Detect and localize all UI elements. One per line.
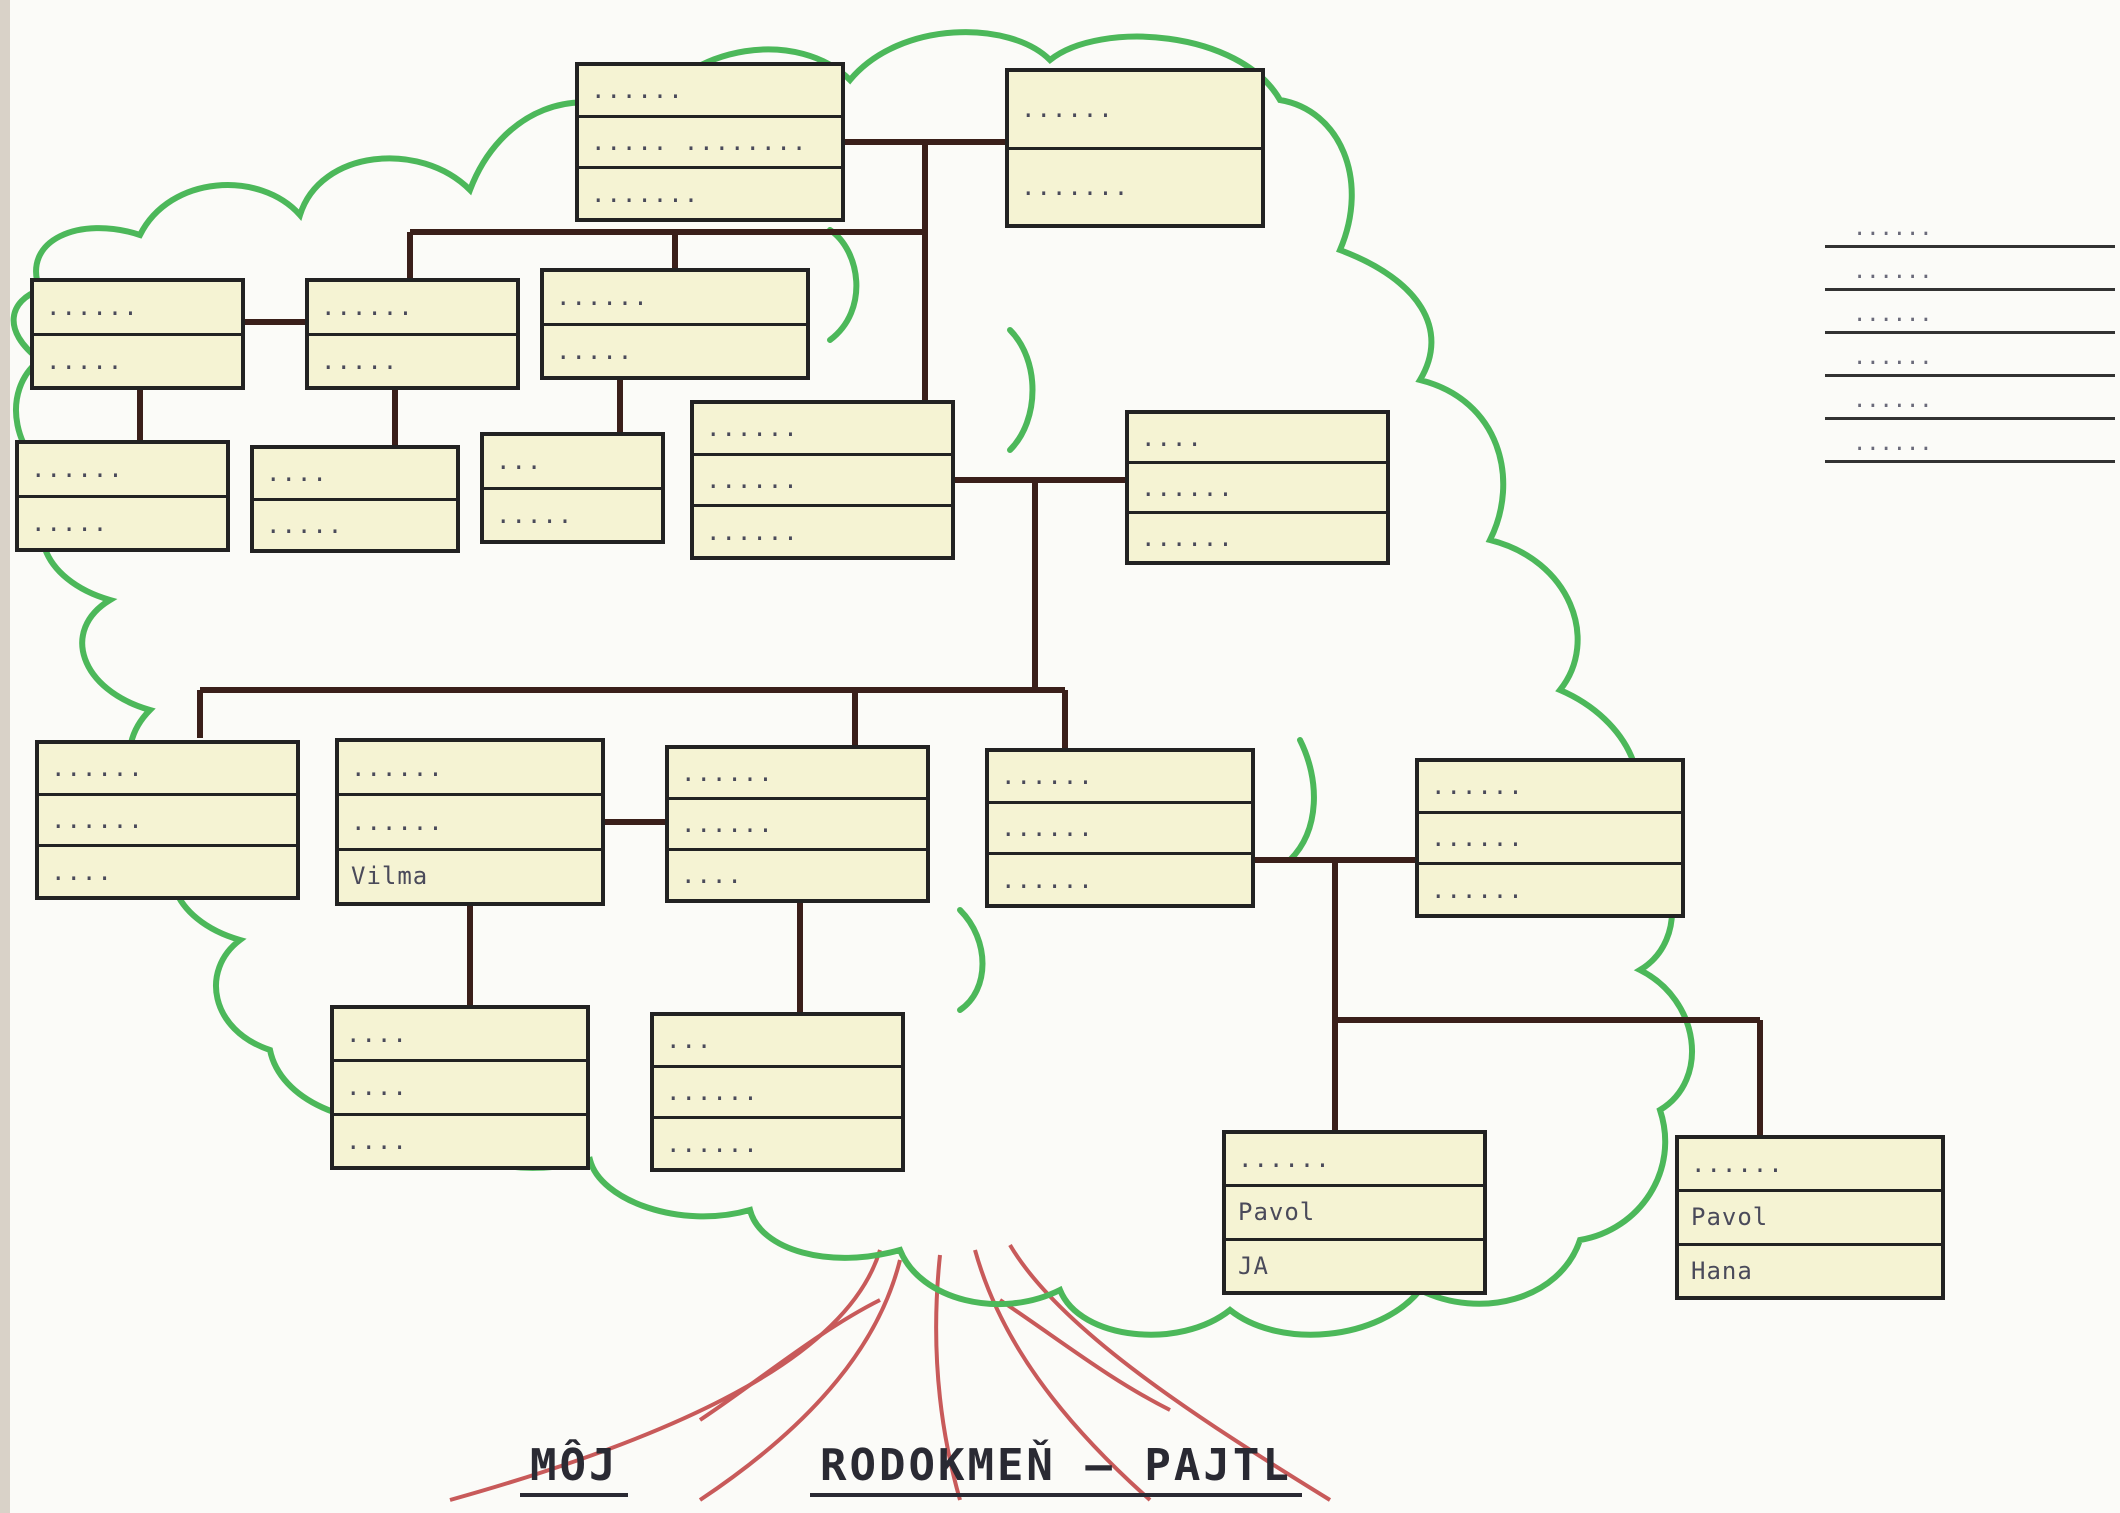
legend-line: ...... [1825, 420, 2115, 463]
connectors [137, 139, 1763, 1135]
person-box: .................. [690, 400, 955, 560]
person-box: ............ Vilma [335, 738, 605, 906]
person-box-line: ...... [34, 282, 241, 336]
person-box-line: ...... [654, 1068, 901, 1120]
person-box-line: ...... [39, 796, 296, 848]
person-box-line: .... [346, 1126, 408, 1155]
person-box-line: ...... [1129, 464, 1386, 514]
person-box-line: .... [1129, 414, 1386, 464]
person-box-line: JA [1238, 1251, 1269, 1280]
page-title: MÔJ RODOKMEŇ — PAJTL [470, 1440, 1370, 1510]
legend-line: ...... [1825, 248, 2115, 291]
person-box-line: ..... ........ [579, 118, 841, 170]
person-box: ................ [665, 745, 930, 903]
title-word-1: MÔJ [520, 1440, 629, 1497]
person-box-line: .... [51, 857, 113, 886]
person-box: ............... [650, 1012, 905, 1172]
person-box-line: ..... [31, 508, 109, 537]
person-box: ........... [30, 278, 245, 390]
person-box-line: ....... [1021, 172, 1130, 201]
person-box-line: ...... [666, 1129, 759, 1158]
legend-line: ...... [1825, 291, 2115, 334]
person-box: ........ [480, 432, 665, 544]
person-box: ............ [330, 1005, 590, 1170]
person-box-line: ...... [19, 444, 226, 498]
person-box-line: ...... [339, 796, 601, 851]
person-box: ............. [1005, 68, 1265, 228]
legend-line: ...... [1825, 377, 2115, 420]
person-box-line: Pavol [1226, 1187, 1483, 1241]
legend: ...... ...... ...... ...... ...... .....… [1825, 205, 2115, 463]
person-box-line: ..... [556, 336, 634, 365]
person-box-line: ...... [989, 804, 1251, 856]
person-box-line: ...... [309, 282, 516, 336]
person-box-line: ..... [321, 346, 399, 375]
person-box: ................ [35, 740, 300, 900]
person-box: ................ [1125, 410, 1390, 565]
person-box-line: Pavol [1679, 1192, 1941, 1246]
person-box-line: .... [334, 1009, 586, 1063]
person-box-line: .... [681, 861, 743, 889]
person-box-line: ...... [669, 749, 926, 800]
person-box: ........... [540, 268, 810, 380]
person-box-line: ...... [706, 517, 799, 546]
person-box-line: ...... [544, 272, 806, 326]
person-box-line: ...... [669, 800, 926, 851]
title-word-2: RODOKMEŇ — PAJTL [810, 1440, 1302, 1497]
person-box-line: ...... [1419, 814, 1681, 866]
person-box-line: ..... [496, 500, 574, 529]
person-box: .................. [985, 748, 1255, 908]
person-box-line: ...... [989, 752, 1251, 804]
person-box-line: ...... [694, 456, 951, 508]
person-box-line: ...... [579, 66, 841, 118]
person-box-line: ... [654, 1016, 901, 1068]
person-box-line: Vilma [351, 862, 429, 891]
person-box-line: ...... [339, 742, 601, 797]
person-box-line: ... [484, 436, 661, 490]
person-box-line: ...... [694, 404, 951, 456]
person-box-line: ....... [591, 179, 700, 208]
person-box-line: .... [254, 449, 456, 501]
person-box-line: ...... [1431, 875, 1524, 904]
person-box: ........... [15, 440, 230, 552]
person-box-line: ..... [266, 510, 344, 539]
person-box-line: ...... [1001, 865, 1094, 894]
person-box-line: .... [334, 1062, 586, 1116]
person-box-line: ...... [1226, 1134, 1483, 1188]
person-box-line: ...... [1009, 72, 1261, 150]
person-box: .................. [1415, 758, 1685, 918]
person-box-line: ...... [1679, 1139, 1941, 1193]
person-box: ........... ............... [575, 62, 845, 222]
legend-line: ...... [1825, 205, 2115, 248]
person-box: ......... [250, 445, 460, 553]
person-box-line: Hana [1691, 1256, 1753, 1285]
person-box-line: ...... [39, 744, 296, 796]
legend-line: ...... [1825, 334, 2115, 377]
person-box-line: ..... [46, 346, 124, 375]
person-box: ........... [305, 278, 520, 390]
person-box-line: ...... [1419, 762, 1681, 814]
person-box-line: ...... [1141, 523, 1234, 552]
